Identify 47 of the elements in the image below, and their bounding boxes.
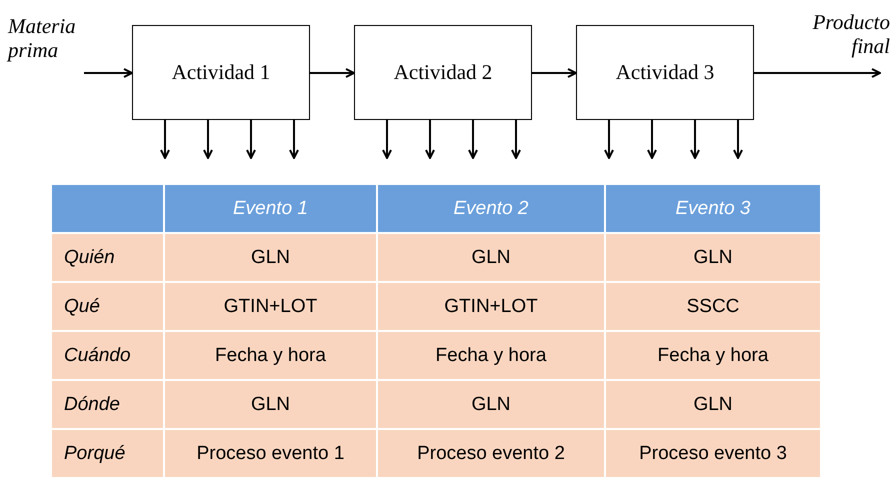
header-cell: Evento 2 <box>378 185 604 232</box>
arrow <box>690 120 700 159</box>
data-cell: SSCC <box>606 283 820 330</box>
arrow <box>425 120 435 159</box>
box-label: Actividad 1 <box>172 60 270 85</box>
header-cell: Evento 1 <box>165 185 376 232</box>
row-label-cell: Porqué <box>52 430 163 477</box>
data-cell: Fecha y hora <box>378 332 604 379</box>
data-cell: Fecha y hora <box>165 332 376 379</box>
arrow <box>754 68 881 78</box>
data-cell: GLN <box>378 381 604 428</box>
arrow <box>246 120 256 159</box>
data-cell: GLN <box>165 234 376 281</box>
process-box <box>132 25 310 120</box>
data-cell: GTIN+LOT <box>165 283 376 330</box>
arrow <box>647 120 657 159</box>
row-label-cell: Dónde <box>52 381 163 428</box>
arrow <box>84 68 133 78</box>
box-label: Actividad 2 <box>394 60 492 85</box>
arrow <box>468 120 478 159</box>
arrow <box>532 68 577 78</box>
data-cell: GLN <box>606 234 820 281</box>
flow-label: Producto final <box>794 10 890 73</box>
data-cell: GLN <box>606 381 820 428</box>
process-box <box>576 25 754 120</box>
data-cell: Proceso evento 3 <box>606 430 820 477</box>
arrow <box>733 120 743 159</box>
header-cell: Evento 3 <box>606 185 820 232</box>
data-cell: Proceso evento 2 <box>378 430 604 477</box>
arrow <box>310 68 355 78</box>
data-cell: Proceso evento 1 <box>165 430 376 477</box>
arrow <box>289 120 299 159</box>
row-label-cell: Quién <box>52 234 163 281</box>
process-box <box>354 25 532 120</box>
arrow <box>203 120 213 159</box>
data-cell: GLN <box>165 381 376 428</box>
arrow <box>604 120 614 159</box>
data-cell: GTIN+LOT <box>378 283 604 330</box>
row-label-cell: Cuándo <box>52 332 163 379</box>
arrow <box>160 120 170 159</box>
data-cell: Fecha y hora <box>606 332 820 379</box>
arrow <box>382 120 392 159</box>
row-label-cell: Qué <box>52 283 163 330</box>
arrow <box>511 120 521 159</box>
data-cell: GLN <box>378 234 604 281</box>
flow-label: Materia prima <box>8 14 92 73</box>
box-label: Actividad 3 <box>616 60 714 85</box>
